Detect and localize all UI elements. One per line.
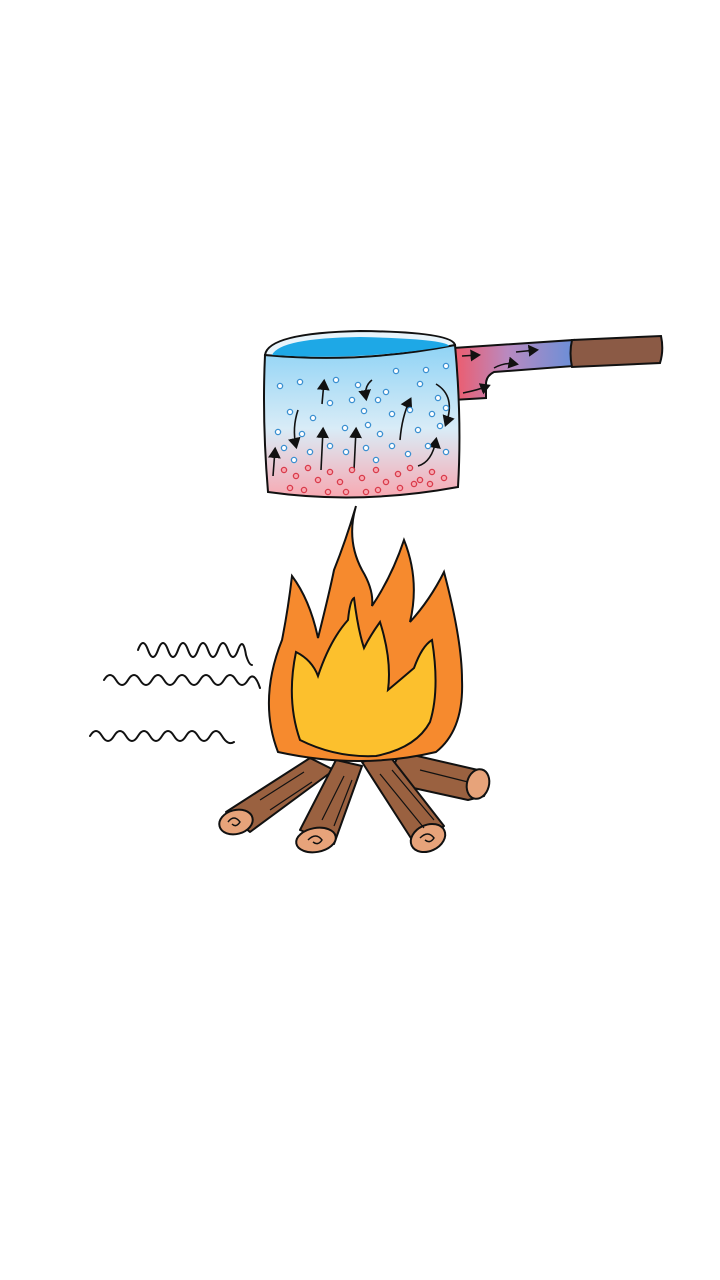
flame-inner (290, 596, 437, 758)
convection-arrow-icon (268, 378, 455, 477)
cool-particles (274, 362, 450, 464)
pot-handle-grip (569, 334, 664, 369)
hot-particles (280, 464, 448, 496)
campfire-icon (267, 505, 464, 762)
saucepan-icon (263, 329, 664, 499)
campfire-logs (218, 751, 491, 854)
water-surface (272, 337, 449, 357)
conduction-arrow-icon (461, 344, 539, 395)
heat-wave-icon (89, 642, 261, 745)
